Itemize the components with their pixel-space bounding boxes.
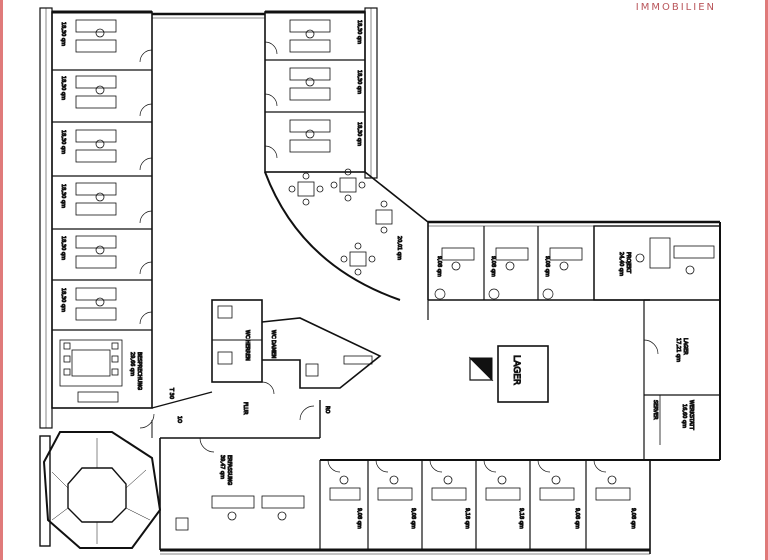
bottom-office-area-5: 9,08 qm	[574, 508, 580, 529]
east-block: PROJEKT 24,40 qm LAGER 17,21 qm WERKSTAT…	[593, 222, 721, 461]
workshop-area: 16,60 qm	[681, 404, 687, 428]
top-office-area-2: 9,08 qm	[490, 256, 496, 277]
lager-box	[497, 345, 549, 403]
left-office-area-6: 18,30 qm	[60, 288, 66, 312]
right-accent-border	[765, 0, 768, 560]
social-room: 20,01 qm	[264, 168, 429, 301]
lager-sign-group: LAGER	[468, 345, 549, 403]
server-name: SERVER	[652, 400, 658, 420]
right-office-area-3: 18,30 qm	[356, 122, 362, 146]
bottom-office-area-6: 9,08 qm	[630, 508, 636, 529]
project-room-area: 24,40 qm	[618, 252, 624, 276]
left-accent-border	[0, 0, 3, 560]
right-office-area-1: 18,30 qm	[356, 20, 362, 44]
social-room-area: 20,01 qm	[396, 236, 402, 260]
misc-label-t30: T 30	[168, 387, 174, 399]
left-office-area-5: 18,30 qm	[60, 236, 66, 260]
main-corridor: FLUR T 30 1O RO	[139, 300, 429, 438]
meeting-room-area: 29,66 qm	[129, 352, 135, 376]
misc-label-ro: RO	[324, 406, 330, 413]
brand-text: IMMOBILIEN	[635, 2, 716, 13]
top-office-area-1: 9,08 qm	[436, 256, 442, 277]
project-room-name: PROJEKT	[625, 252, 631, 274]
corridor-label: FLUR	[242, 402, 248, 415]
right-upper-wing: 18,30 qm 18,30 qm 18,30 qm	[264, 7, 378, 179]
capture-room-area: 39,47 qm	[219, 455, 225, 479]
bottom-offices: 9,08 qm 9,08 qm 9,18 qm 9,18 qm 9,08 qm 9,08 …	[160, 459, 651, 555]
bottom-office-area-4: 9,18 qm	[518, 508, 524, 529]
meeting-room-name: BESPRECHUNG	[136, 352, 142, 390]
right-office-area-2: 18,30 qm	[356, 70, 362, 94]
left-office-area-4: 18,30 qm	[60, 184, 66, 208]
left-office-area-2: 18,30 qm	[60, 76, 66, 100]
left-office-area-1: 18,30 qm	[60, 22, 66, 46]
storage-name: LAGER	[682, 338, 688, 355]
capture-room-name: ERFASSUNG	[226, 455, 232, 485]
misc-label-1o: 1O	[176, 416, 182, 423]
wc-label-2: WC DAMEN	[270, 330, 276, 359]
top-office-area-3: 9,08 qm	[544, 256, 550, 277]
bottom-office-area-2: 9,08 qm	[410, 508, 416, 529]
storage-area: 17,21 qm	[675, 338, 681, 362]
left-office-area-3: 18,30 qm	[60, 130, 66, 154]
wc-label-1: WC HERREN	[244, 330, 250, 361]
bottom-office-area-1: 9,08 qm	[356, 508, 362, 529]
left-wing: 18,30 qm 18,30 qm 18,30 qm 18,30 qm 18,30 qm…	[39, 7, 153, 429]
sanitary-core: WC HERREN WC DAMEN	[211, 299, 382, 395]
bottom-office-area-3: 9,18 qm	[464, 508, 470, 529]
workshop-name: WERKSTATT	[688, 400, 694, 431]
top-right-offices: 9,08 qm 9,08 qm 9,08 qm	[428, 220, 720, 301]
lager-sign-text: LAGER	[511, 355, 521, 385]
capture-room: ERFASSUNG 39,47 qm	[159, 437, 320, 550]
north-corridor	[152, 12, 265, 19]
octagon-tower	[39, 431, 162, 549]
